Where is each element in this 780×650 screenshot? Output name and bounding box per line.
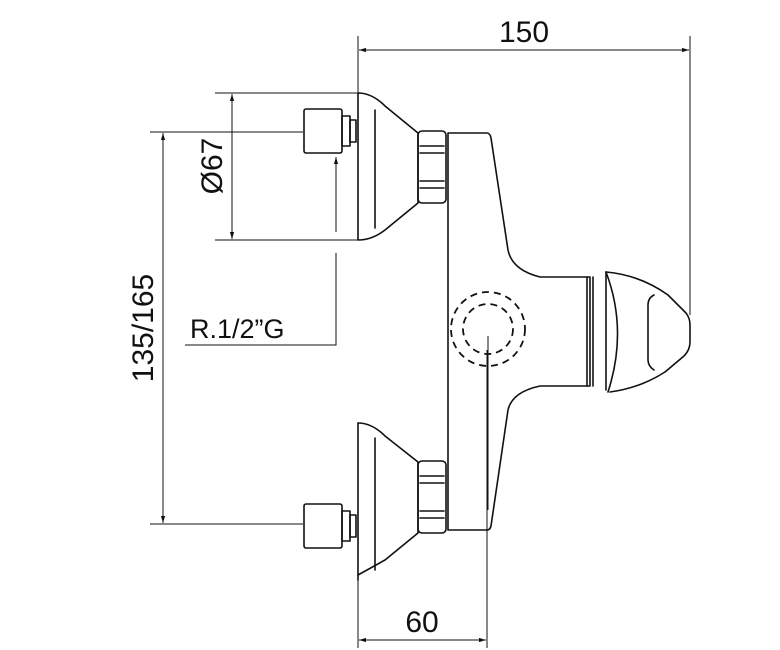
dimension-60: 60: [357, 350, 488, 648]
dimension-150: 150: [357, 16, 691, 315]
dimension-diameter-67: Ø67: [196, 92, 358, 241]
thread-label: R.1/2”G: [190, 314, 285, 344]
dimension-label-center-distance: 135/165: [127, 274, 160, 382]
control-handle: [586, 271, 691, 393]
lower-connection: [303, 422, 447, 581]
mixer-body: [447, 132, 591, 531]
outlet-hidden-circles: [450, 291, 526, 510]
thread-leader: R.1/2”G: [185, 157, 339, 346]
dimension-label-60: 60: [405, 606, 438, 639]
dimension-135-165: 135/165: [127, 131, 303, 525]
dimension-label-diameter: Ø67: [196, 138, 229, 195]
upper-hex-nut: [417, 130, 447, 204]
dimension-label-150: 150: [499, 16, 549, 49]
upper-connection: [303, 92, 447, 241]
lower-hex-nut: [417, 460, 447, 534]
